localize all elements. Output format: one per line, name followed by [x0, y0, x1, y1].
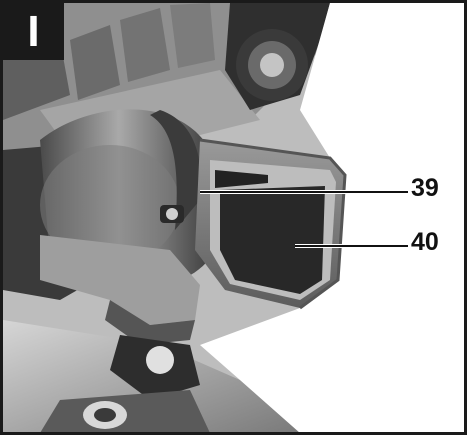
callout-label-40: 40	[411, 228, 439, 256]
panel-label: I	[3, 3, 64, 60]
locking-screw	[160, 205, 184, 223]
adjustment-knob	[225, 3, 330, 110]
guard-edge	[199, 138, 347, 310]
callout-label-39: 39	[411, 174, 439, 202]
background-white	[200, 3, 466, 433]
part-39-marker	[215, 170, 268, 188]
lever-arm-shadow	[105, 300, 195, 345]
lever-arm	[40, 235, 200, 325]
base-plate	[3, 320, 300, 433]
